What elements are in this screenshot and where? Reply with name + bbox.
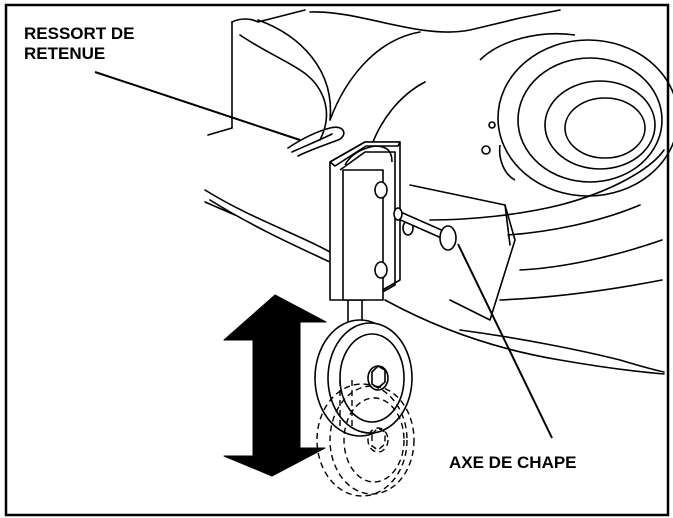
figure-frame — [4, 3, 670, 517]
callout-retaining-spring: RESSORT DE RETENUE — [24, 24, 135, 64]
clevis-pin-part — [393, 207, 457, 251]
leader-line-retaining-spring — [94, 71, 301, 141]
wheel-lower-position-dashed — [316, 380, 415, 497]
double-arrow-vertical-icon — [223, 294, 327, 477]
leader-line-clevis-pin — [457, 243, 553, 439]
wheel-height-bracket — [329, 141, 414, 301]
retaining-spring-clip — [287, 126, 345, 157]
wheel-upper-position — [314, 300, 413, 437]
blade-spindle-housing — [479, 32, 673, 197]
callout-clevis-pin: AXE DE CHAPE — [447, 453, 579, 473]
